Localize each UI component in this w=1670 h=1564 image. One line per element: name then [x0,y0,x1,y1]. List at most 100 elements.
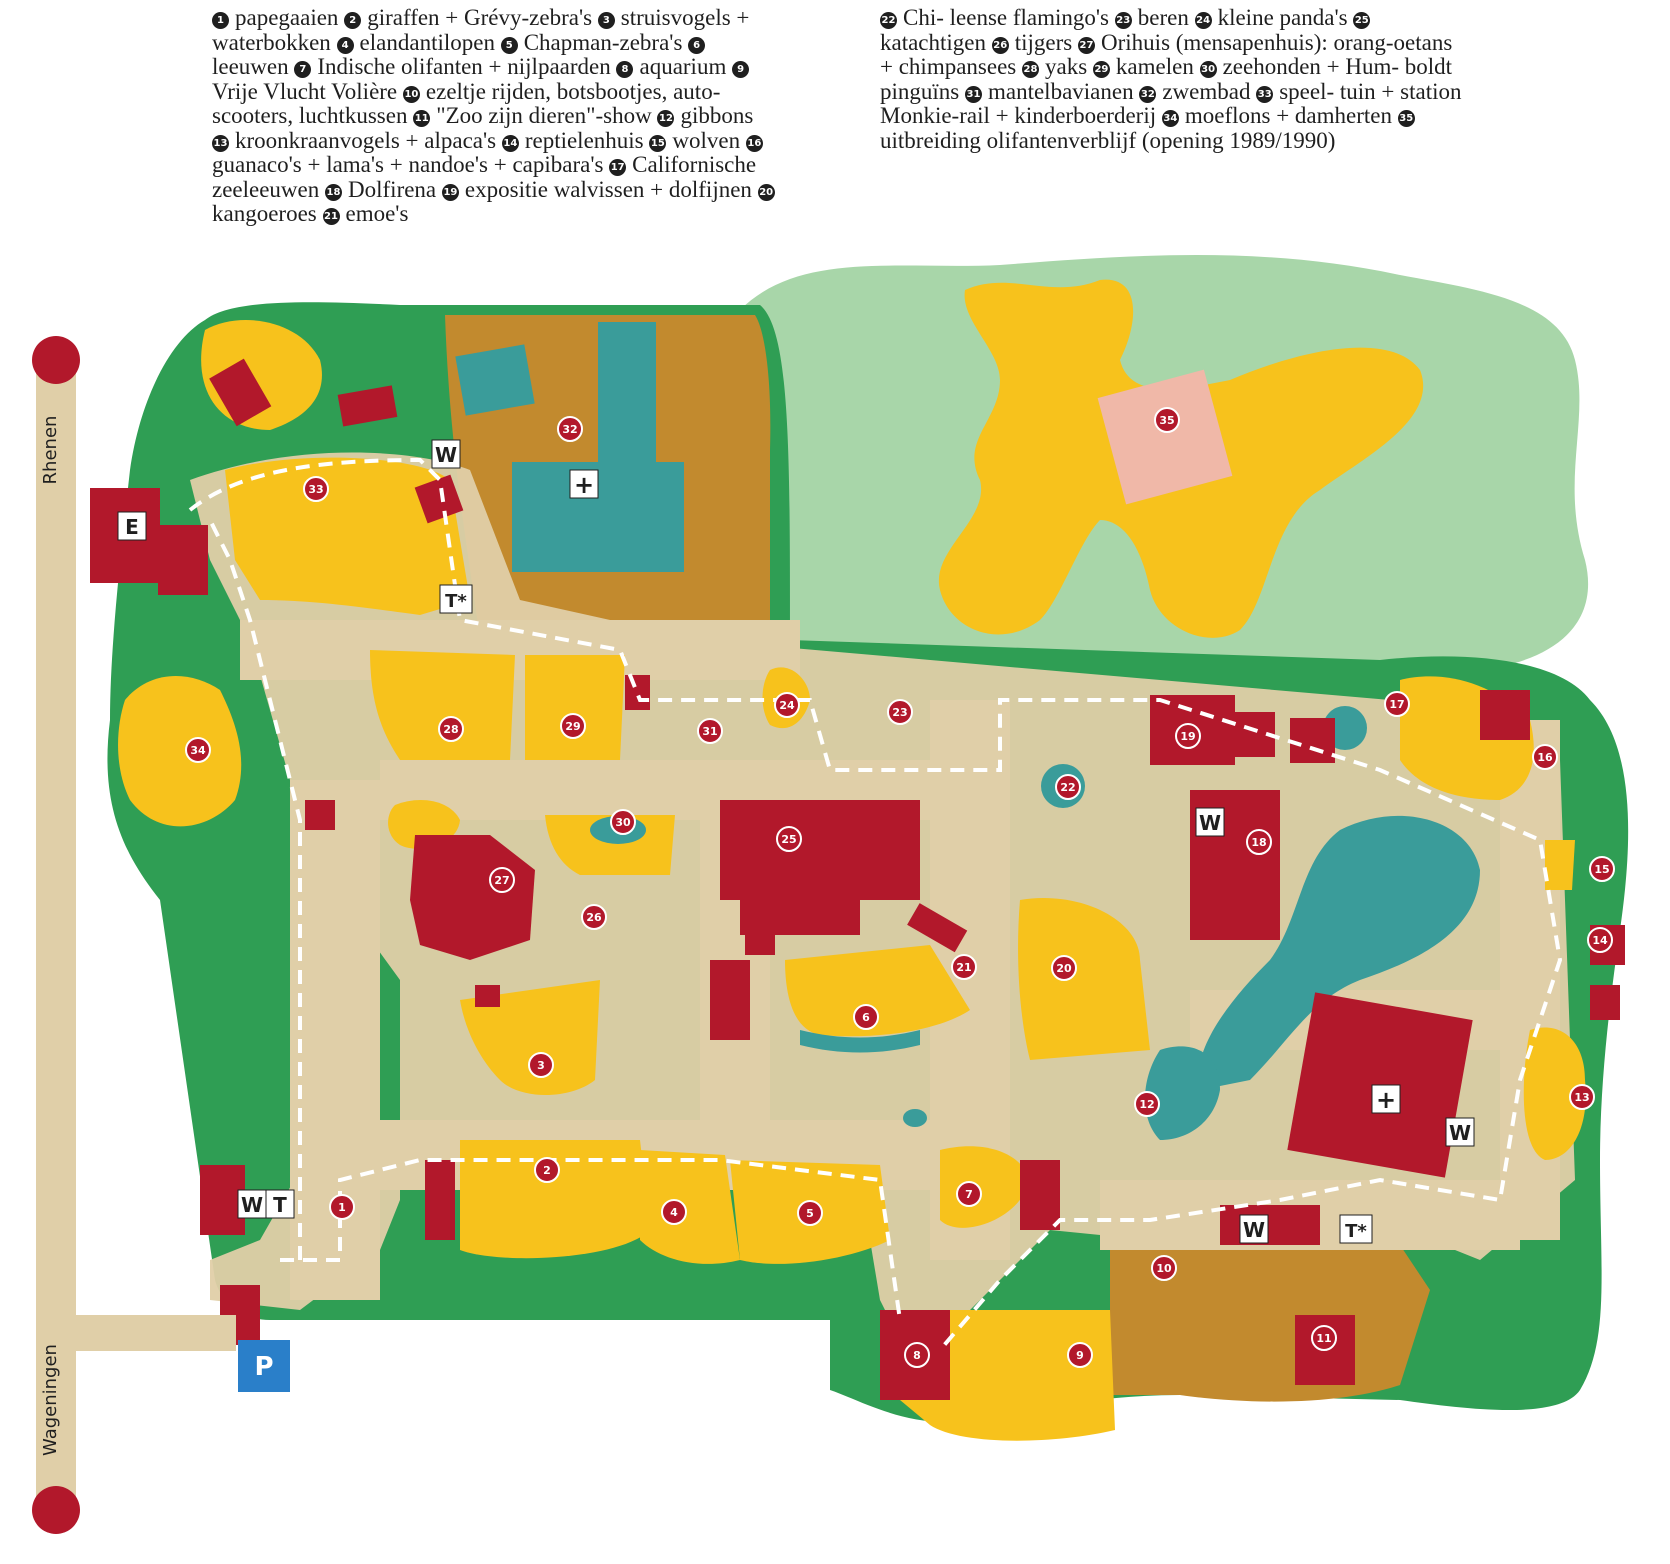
map-marker-20 [1051,955,1077,981]
map-marker-label-11: 11 [1316,1332,1331,1345]
map-marker-10 [1151,1255,1177,1281]
legend-entry-20: 20kangoeroes [212,177,781,227]
map-marker-34 [185,737,211,763]
toilet-letter-north: W [435,443,457,467]
parking-sign [238,1340,290,1392]
map-marker-label-5: 5 [806,1207,814,1220]
legend-number-26: 26 [991,36,1009,54]
enclosure-35 [1097,369,1233,505]
legend-entry-19: 19 expositie walvissen + dolfijnen [441,176,752,202]
legend-entry-11: 11"Zoo zijn dieren"-show [413,103,652,128]
map-marker-9 [1067,1342,1093,1368]
buildings [90,358,1625,1400]
legend-entry-9: 9Vrije Vlucht Volière [212,54,755,104]
entrance-letter: E [125,515,139,539]
legend-label-30: zeehonden + Hum- boldt pinguïns [880,54,1453,104]
map-marker-label-8: 8 [913,1349,921,1362]
map-marker-label-32: 32 [562,423,577,436]
legend-label-26: tijgers [1014,29,1073,55]
map-marker-23 [887,699,913,725]
map-marker-7 [956,1181,982,1207]
legend-number-25: 25 [1353,12,1371,29]
map-marker-label-35: 35 [1159,414,1174,427]
map-marker-15 [1589,856,1615,882]
map-marker-17 [1384,691,1410,717]
road-label-rhenen: Rhenen [40,416,61,485]
map-marker-label-25: 25 [781,833,796,846]
map-marker-label-26: 26 [586,911,602,924]
map-marker-14 [1587,927,1613,953]
legend-entry-6: 6leeuwen [212,30,711,80]
map-marker-label-18: 18 [1251,836,1266,849]
map-marker-label-14: 14 [1592,934,1608,947]
legend-label-17: Californische zeeleeuwen [212,152,757,202]
map-marker-label-19: 19 [1180,730,1195,743]
legend-number-34: 34 [1161,110,1179,127]
map-marker-label-30: 30 [615,816,631,829]
legend-number-13: 13 [212,134,229,152]
legend-number-27: 27 [1078,36,1096,54]
map-marker-label-7: 7 [965,1188,973,1201]
toilet-letter-entrance: W [241,1193,263,1217]
map-marker-21 [951,954,977,980]
legend-number-3: 3 [597,12,615,29]
road-label-wageningen: Wageningen [40,1344,61,1456]
legend-number-21: 21 [322,208,340,225]
map-marker-32 [557,416,583,442]
map-marker-label-24: 24 [779,699,795,712]
legend-label-16: guanaco's + lama's + nandoe's + capibara… [212,152,604,177]
legend-label-14: reptielenhuis [524,127,644,153]
legend-number-19: 19 [441,183,459,201]
map-marker-3 [528,1052,554,1078]
legend-label-23: beren [1137,5,1189,30]
tram-letter-south: T* [1345,1221,1367,1242]
legend-number-9: 9 [732,61,750,78]
legend-number-18: 18 [325,183,343,201]
legend-entry-35: 35uitbreiding olifantenverblijf (opening… [880,103,1421,153]
legend-number-5: 5 [500,36,518,54]
legend-number-23: 23 [1114,12,1132,29]
map-marker-29 [560,713,586,739]
legend-number-20: 20 [757,183,775,201]
legend-entry-25: 25 katachtigen [880,5,1376,55]
legend-label-33: speel- tuin + station Monkie-rail + kind… [880,78,1462,128]
legend-label-27: Orihuis (mensapenhuis): orang-oetans + c… [880,29,1453,79]
legend-label-6: leeuwen [212,54,289,79]
map-marker-label-34: 34 [190,744,206,757]
map-marker-label-16: 16 [1537,751,1553,764]
map-marker-label-31: 31 [702,725,717,738]
legend-label-25: katachtigen [880,29,987,55]
legend-entry-16: 16 guanaco's + lama's + nandoe's + capiba… [212,128,769,178]
legend-label-31: mantelbavianen [987,78,1134,104]
legend-label-19: expositie walvissen + dolfijnen [464,176,752,202]
telephone-letter: T [273,1193,287,1217]
legend-number-10: 10 [402,85,420,103]
map-marker-label-13: 13 [1574,1091,1589,1104]
legend-number-1: 1 [212,12,229,29]
legend-label-7: Indische olifanten + nijlpaarden [317,54,611,79]
first-aid-restaurant: + [1376,1086,1396,1114]
legend-entry-26: 26 tijgers [991,29,1073,55]
legend-number-16: 16 [745,134,763,152]
legend-entry-23: 23 beren [1114,5,1189,30]
map-marker-label-1: 1 [338,1201,346,1214]
legend-number-8: 8 [616,61,634,78]
legend-label-34: moeflons + damherten [1184,103,1392,128]
legend-label-15: wolven [672,127,741,153]
map-marker-label-28: 28 [443,723,458,736]
